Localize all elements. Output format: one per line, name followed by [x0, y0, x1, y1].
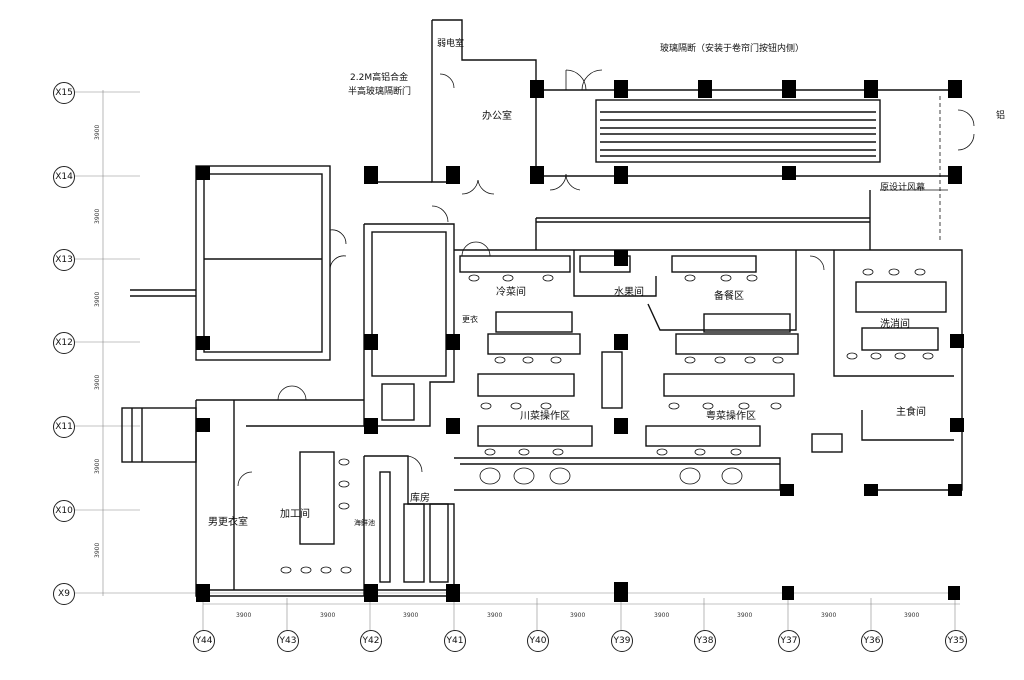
room-label-seafood: 海鲜池: [354, 519, 375, 527]
dimension-label: 3900: [94, 124, 101, 140]
dimension-label: 3900: [487, 612, 503, 619]
axis-bubble-x15: X15: [53, 82, 75, 104]
room-label-office: 办公室: [482, 111, 512, 122]
room-label-processing: 加工间: [280, 509, 310, 520]
annotation-door-note-1: 2.2M高铝合金: [350, 73, 409, 83]
room-label-small: 更衣: [462, 315, 478, 324]
room-label-staple: 主食间: [896, 407, 926, 418]
axis-bubble-y35: Y35: [945, 630, 967, 652]
door-swings: [237, 69, 975, 487]
dimension-label: 3900: [94, 374, 101, 390]
room-label-sichuan: 川菜操作区: [520, 411, 570, 422]
dimension-label: 3900: [94, 458, 101, 474]
dimension-label: 3900: [94, 542, 101, 558]
axis-bubble-y36: Y36: [861, 630, 883, 652]
axis-bubble-y37: Y37: [778, 630, 800, 652]
grid-lines: [74, 90, 960, 632]
dimension-label: 3900: [570, 612, 586, 619]
axis-bubble-x12: X12: [53, 332, 75, 354]
walls: [121, 19, 963, 597]
axis-bubble-y39: Y39: [611, 630, 633, 652]
annotation-glass-partition: 玻璃隔断（安装于卷帘门按钮内侧）: [660, 44, 805, 54]
structural-columns: [196, 80, 964, 602]
room-label-cold-dish: 冷菜间: [496, 287, 526, 298]
room-label-storage: 库房: [410, 493, 430, 504]
axis-bubble-x11: X11: [53, 416, 75, 438]
dimension-label: 3900: [320, 612, 336, 619]
dimension-label: 3900: [236, 612, 252, 619]
room-label-fruit: 水果间: [614, 287, 644, 298]
axis-bubble-x14: X14: [53, 166, 75, 188]
equipment-circles: [280, 268, 934, 574]
room-label-prep: 备餐区: [714, 291, 744, 302]
annotation-door-note-2: 半高玻璃隔断门: [348, 87, 412, 97]
dimension-label: 3900: [94, 208, 101, 224]
axis-bubble-y38: Y38: [694, 630, 716, 652]
annotation-right-edge: 铝: [996, 111, 1006, 121]
room-label-cantonese: 粤菜操作区: [706, 411, 756, 422]
axis-bubble-x10: X10: [53, 500, 75, 522]
axis-bubble-y42: Y42: [360, 630, 382, 652]
annotation-air-curtain: 原设计风幕: [880, 183, 926, 193]
dimension-label: 3900: [94, 291, 101, 307]
dimension-label: 3900: [821, 612, 837, 619]
axis-bubble-y41: Y41: [444, 630, 466, 652]
dimension-label: 3900: [904, 612, 920, 619]
room-label-washing: 洗消间: [880, 319, 910, 330]
axis-bubble-y43: Y43: [277, 630, 299, 652]
dimension-label: 3900: [737, 612, 753, 619]
annotation-weak-current: 弱电室: [437, 39, 465, 49]
axis-bubble-x9: X9: [53, 583, 75, 605]
axis-bubble-x13: X13: [53, 249, 75, 271]
dimension-label: 3900: [654, 612, 670, 619]
dimension-label: 3900: [403, 612, 419, 619]
axis-bubble-y44: Y44: [193, 630, 215, 652]
room-label-locker: 男更衣室: [208, 517, 248, 528]
axis-bubble-y40: Y40: [527, 630, 549, 652]
